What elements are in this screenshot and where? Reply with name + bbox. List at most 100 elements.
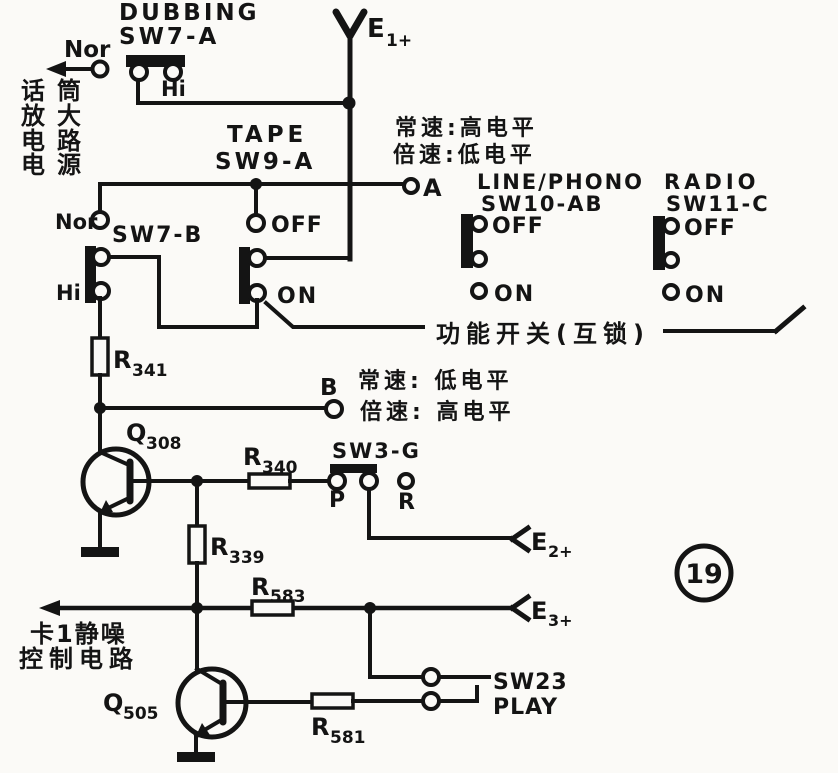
point-b-label: B	[320, 375, 338, 401]
sw9a-switch: ON	[106, 247, 352, 329]
tape-label: TAPE SW9-A	[215, 122, 312, 175]
ref-label: R	[210, 533, 228, 561]
switch-title: LINE/PHONO	[477, 170, 644, 194]
switch-id: SW3-G	[332, 439, 421, 463]
dubbing-switch-sw7a: DUBBING SW7-A Hi	[119, 0, 350, 105]
slider-bar	[85, 246, 96, 303]
contact-top	[247, 248, 267, 268]
contact-on	[662, 283, 680, 301]
note-line: 卡1静噪	[30, 620, 127, 648]
ref-label-sub: 339	[229, 548, 265, 568]
interlock-diagonal	[772, 304, 807, 335]
switch-title: DUBBING	[119, 0, 260, 26]
contact-nor	[129, 62, 149, 82]
contact-top	[91, 247, 111, 267]
ref-label-sub: 583	[270, 587, 306, 607]
junction-dot	[342, 96, 356, 110]
note-line: 控制电路	[19, 645, 139, 673]
contact-label-off: OFF	[684, 216, 736, 241]
sw23-contacts: SW23 PLAY	[368, 606, 568, 720]
slider-bar	[461, 214, 473, 268]
r581-ref-label-sub: 581	[330, 728, 366, 748]
note-line: 电路	[21, 127, 93, 155]
mic-power-note: 话筒 放大 电路 电源	[20, 77, 93, 179]
r583-resistor-body	[250, 599, 295, 617]
ref-label: R	[251, 573, 269, 601]
note-line: 常速: 低电平	[358, 368, 512, 394]
switch-id: SW10-AB	[481, 192, 604, 216]
note-line: 话筒	[21, 77, 93, 105]
terminal-pad-a	[402, 177, 420, 195]
wire-link-sw7b	[106, 255, 259, 329]
contact-mid	[470, 250, 488, 268]
arrow-fork-top	[508, 593, 532, 612]
ref-label: Q	[103, 689, 123, 717]
ref-label: R	[243, 443, 261, 471]
contact-label-nor: Nor	[55, 210, 98, 234]
collector-lead	[97, 449, 132, 468]
terminal-label-sub: 2+	[548, 542, 573, 561]
arrow-fork-bottom	[508, 535, 532, 554]
sw3g-switch: SW3-G P R	[327, 439, 513, 540]
slider-bar	[239, 247, 250, 304]
terminal-pad	[90, 59, 110, 79]
resistor-body	[187, 524, 207, 565]
terminal-label: E	[367, 14, 385, 44]
note-line: 电源	[21, 151, 93, 179]
point-a-line: Nor OFF A	[55, 174, 442, 238]
slider-bar	[330, 464, 377, 473]
arrow-fork-top	[508, 524, 532, 543]
nor-feed-label: Nor	[64, 37, 111, 63]
ref-label-sub: 341	[132, 361, 168, 381]
junction-dot	[191, 602, 203, 614]
switch-title: TAPE	[227, 122, 307, 148]
contact-mid	[662, 251, 680, 269]
arrow-fork-right	[346, 8, 368, 40]
r581-ref-label: R	[311, 713, 329, 741]
ref-label-sub: 308	[146, 434, 182, 454]
switch-id: SW11-C	[666, 192, 770, 216]
contact-nor	[90, 210, 110, 230]
r581-resistor-body	[310, 692, 355, 710]
terminal-label: E	[531, 528, 547, 556]
contact-label-p: P	[329, 488, 345, 513]
radio-switch-sw11: RADIO SW11-C OFF ON	[653, 170, 770, 308]
contact-hi	[163, 62, 183, 82]
q505-transistor: Q 505 R 581	[103, 611, 425, 762]
contact-label-off: OFF	[271, 213, 323, 238]
contact-off	[662, 217, 680, 235]
switch-id: SW7-B	[112, 223, 203, 248]
sw23-label: SW23	[493, 670, 568, 695]
resistor-body	[247, 472, 292, 490]
ref-label: R	[113, 346, 131, 374]
point-a-label: A	[423, 174, 442, 202]
wire-play-stub	[437, 685, 479, 703]
interlock-note: 功能开关(互锁)	[263, 300, 807, 348]
contact-label-on: ON	[685, 283, 726, 308]
contact-sw23	[421, 667, 441, 687]
terminal-label-sub: 3+	[548, 611, 573, 630]
line-phono-switch-sw10: LINE/PHONO SW10-AB OFF ON	[461, 170, 644, 307]
note-line: 放大	[20, 102, 93, 130]
terminal-label-sub: 1+	[386, 31, 412, 51]
emitter-arrow-icon	[195, 723, 210, 738]
contact-label-hi: Hi	[161, 77, 186, 101]
contact-label-off: OFF	[492, 214, 544, 239]
arrow-fork-bottom	[508, 604, 532, 623]
interlock-line-left	[263, 300, 425, 329]
point-b-line: B	[94, 375, 344, 454]
badge-circle	[674, 543, 734, 603]
ref-label-sub: 505	[123, 704, 159, 724]
contact-p	[327, 471, 347, 491]
switch-id: SW7-A	[119, 24, 219, 50]
mute-control-note: 卡1静噪 控制电路	[19, 620, 139, 673]
contact-label-r: R	[398, 490, 415, 515]
wire-sw23	[368, 606, 425, 679]
wire-to-e1	[136, 78, 350, 105]
contact-play	[421, 691, 441, 711]
r340-resistor: R 340	[195, 443, 332, 490]
terminal-pad-b	[324, 399, 344, 419]
wire-to-e2	[367, 487, 513, 540]
